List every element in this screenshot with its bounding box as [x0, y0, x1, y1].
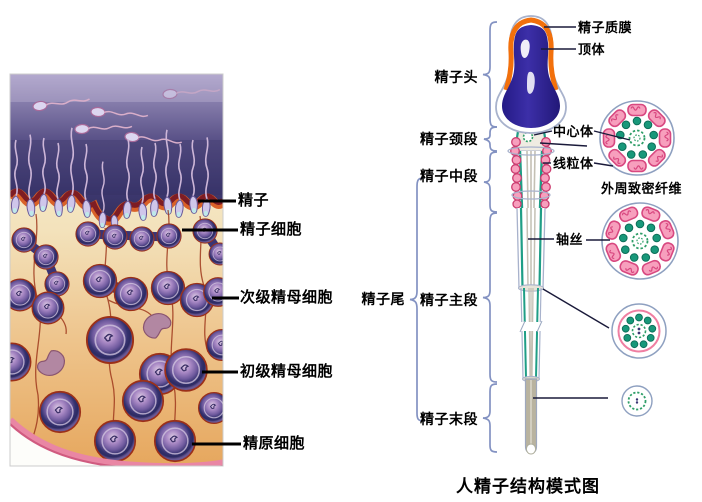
- label-secondary-spermatocyte: 次级精母细胞: [240, 289, 334, 306]
- label-primary-spermatocyte: 初级精母细胞: [240, 363, 334, 380]
- label-plasma-membrane: 精子质膜: [578, 20, 633, 35]
- figure-caption: 人精子结构模式图: [456, 477, 600, 496]
- secondary-spermatocytes: [10, 263, 223, 325]
- principal-piece: [515, 207, 547, 379]
- annulus-ring: [511, 190, 551, 200]
- cross-section-midpiece-upper: [599, 100, 675, 176]
- leader-line-mitochondria-right: [593, 162, 614, 167]
- tubule-lumen: [10, 74, 223, 220]
- section-braces: [409, 21, 498, 453]
- brace-head: [482, 21, 498, 128]
- label-head: 精子头: [434, 69, 478, 85]
- spermatid-chain: [11, 218, 223, 297]
- cross-section-midpiece-lower: [601, 202, 679, 280]
- brace-midpiece: [483, 151, 498, 213]
- tail-break-gap: [515, 322, 547, 331]
- brace-end-piece: [482, 383, 498, 453]
- neck-collar-ring: [507, 146, 555, 156]
- brace-tail: [409, 177, 425, 422]
- label-spermatogonium: 精原细胞: [243, 435, 306, 452]
- end-piece: [522, 375, 540, 455]
- sperm-head: [495, 15, 567, 134]
- midpiece: [507, 137, 555, 209]
- right-leader-lines: [528, 26, 631, 399]
- brace-neck: [483, 126, 498, 152]
- label-tail: 精子尾: [361, 291, 405, 307]
- label-centriole: 中心体: [553, 124, 594, 139]
- label-end-piece: 精子末段: [420, 411, 478, 427]
- label-mitochondria: 线粒体: [553, 156, 594, 171]
- leader-line-centriole-right: [593, 130, 631, 141]
- label-acrosome: 顶体: [578, 42, 606, 57]
- leader-line-principal-cross-section: [542, 288, 610, 329]
- label-outer-dense-fibers: 外周致密纤维: [601, 181, 683, 196]
- acrosome-cap: [503, 17, 559, 91]
- label-spermatid: 精子细胞: [240, 221, 303, 238]
- label-neck: 精子颈段: [420, 131, 478, 147]
- label-principal-piece: 精子主段: [420, 292, 478, 308]
- centriole: [522, 131, 534, 143]
- brace-principal-piece: [482, 212, 498, 383]
- cross-section-end-piece: [621, 385, 653, 417]
- mitochondrial-sheath: [510, 137, 552, 209]
- label-sperm: 精子: [238, 192, 270, 209]
- leader-line-centriole-left: [533, 130, 553, 136]
- seminiferous-tubule-illustration: [10, 74, 223, 466]
- illustration-border: [9, 73, 224, 467]
- label-midpiece: 精子中段: [420, 168, 478, 184]
- cross-section-principal-piece: [611, 303, 667, 359]
- leader-line-neck-collar: [539, 142, 588, 147]
- label-axoneme: 轴丝: [556, 232, 584, 247]
- left-leader-lines: [182, 199, 241, 446]
